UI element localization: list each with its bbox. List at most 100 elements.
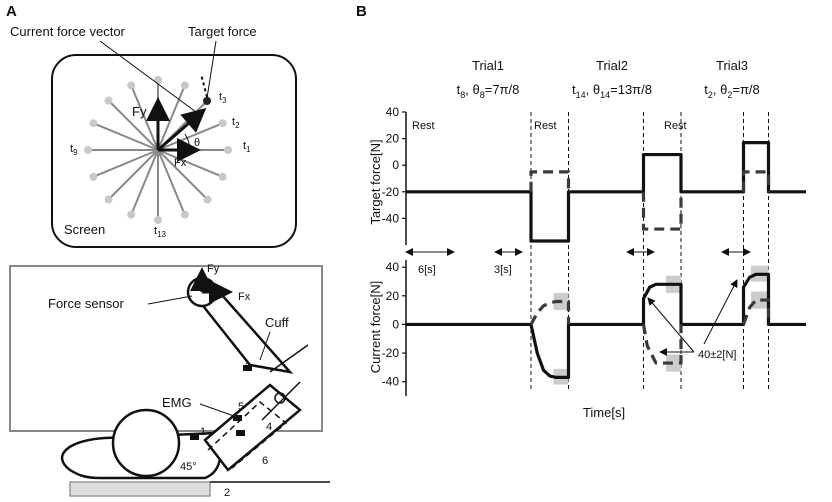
muscle-dashes [207,401,288,469]
y-tick-label: -20 [382,185,400,199]
time-axis-label: Time[s] [583,405,625,420]
panel-a-letter: A [6,3,17,20]
target-point [203,195,212,204]
target-t13: t13 [154,225,167,239]
head-outline [111,408,181,478]
cuff-leader [259,331,271,361]
emg-electrode-5 [233,415,242,421]
target-window [751,291,769,309]
target-spoke [92,122,159,151]
cuff-line-2 [269,344,309,373]
target-point [127,81,136,90]
trial-title: Trial3 [716,58,748,73]
y-tick-label: 20 [386,289,400,303]
target-spoke [157,122,224,151]
target-spoke [92,149,159,178]
current-force-axis-label: Current force[N] [368,281,383,373]
muscle-1-label: 1 [200,426,206,438]
target-point [89,172,98,181]
y-tick-label: -20 [382,346,400,360]
screen-label: Screen [64,222,105,237]
force-sensor-leader [147,295,193,305]
target-force-axis-label: Target force[N] [368,139,383,224]
y-tick-label: 0 [392,158,399,172]
current-force-vector-arrow [157,108,207,152]
shoulder-angle-label: 45° [180,461,197,473]
target-t3: t3 [219,91,227,105]
dashed-series-line [641,324,683,365]
trial-title: Trial2 [596,58,628,73]
dashed-series-line [529,170,571,192]
target-point [224,146,232,154]
current-force-vector-leader [99,40,197,113]
theta-arc [184,133,191,151]
target-spoke [157,149,224,178]
muscle-3-label: 3 [245,361,251,373]
target-point [89,119,98,128]
target-point [104,96,113,105]
target-spoke [157,149,209,201]
y-tick-label: 0 [392,317,399,331]
y-tick-label: -40 [382,211,400,225]
rest-label-1: Rest [412,120,435,132]
target-point [104,195,113,204]
target-t2: t2 [232,116,240,130]
target-force-leader [206,40,217,99]
emg-electrode-4 [236,430,245,436]
emg-electrode-3 [243,365,252,371]
trial-title: Trial1 [472,58,504,73]
emg-electrode-1 [190,434,199,440]
panel-b-letter: B [356,3,367,20]
target-t1: t1 [243,140,251,154]
fy-label: Fy [132,104,147,119]
target-spoke [107,99,159,151]
rest-label-3: Rest [664,120,687,132]
muscle-6-label: 6 [262,455,268,467]
target-spoke [157,84,186,151]
upper-arm-outline [203,383,302,472]
seat-base [69,481,211,497]
target-point [154,216,162,224]
target-point [127,210,136,219]
target-point [84,146,92,154]
target-path-dashes [200,73,208,98]
tolerance-arrow-1 [647,297,695,353]
y-tick-label: 40 [386,105,400,119]
rest-duration-label: 6[s] [418,264,436,276]
tolerance-label: 40±2[N] [698,349,736,361]
dashed-series-line [741,170,771,192]
tolerance-arrow-3 [703,279,738,345]
target-point [218,172,227,181]
cuff-line-1 [261,381,301,421]
target-spoke [107,149,159,201]
solid-series-line [406,272,806,379]
trial-target-spec: t14, θ14=13π/8 [572,82,652,100]
target-point [180,210,189,219]
cuff-label: Cuff [265,315,289,330]
dashed-series-line [641,191,683,231]
theta-label: θ [194,137,200,149]
target-point [218,119,227,128]
sensor-fx-label: Fx [238,291,251,303]
target-force-label: Target force [188,24,257,39]
trial-target-spec: t2, θ2=π/8 [704,82,760,100]
target-window [666,354,681,372]
muscle-2-label: 2 [224,487,230,499]
target-spoke [157,149,186,216]
force-sensor-label: Force sensor [48,296,125,311]
target-force-dot [203,97,211,105]
target-point [180,81,189,90]
target-t9: t9 [70,143,78,157]
target-point [154,76,162,84]
muscle-5-label: 5 [238,401,244,413]
current-force-vector-label: Current force vector [10,24,126,39]
sensor-fy-label: Fy [207,263,220,275]
target-spoke [130,149,159,216]
target-spoke [130,84,159,151]
y-tick-label: 40 [386,260,400,274]
dashed-series-line [529,299,571,326]
emg-leader [199,403,235,417]
